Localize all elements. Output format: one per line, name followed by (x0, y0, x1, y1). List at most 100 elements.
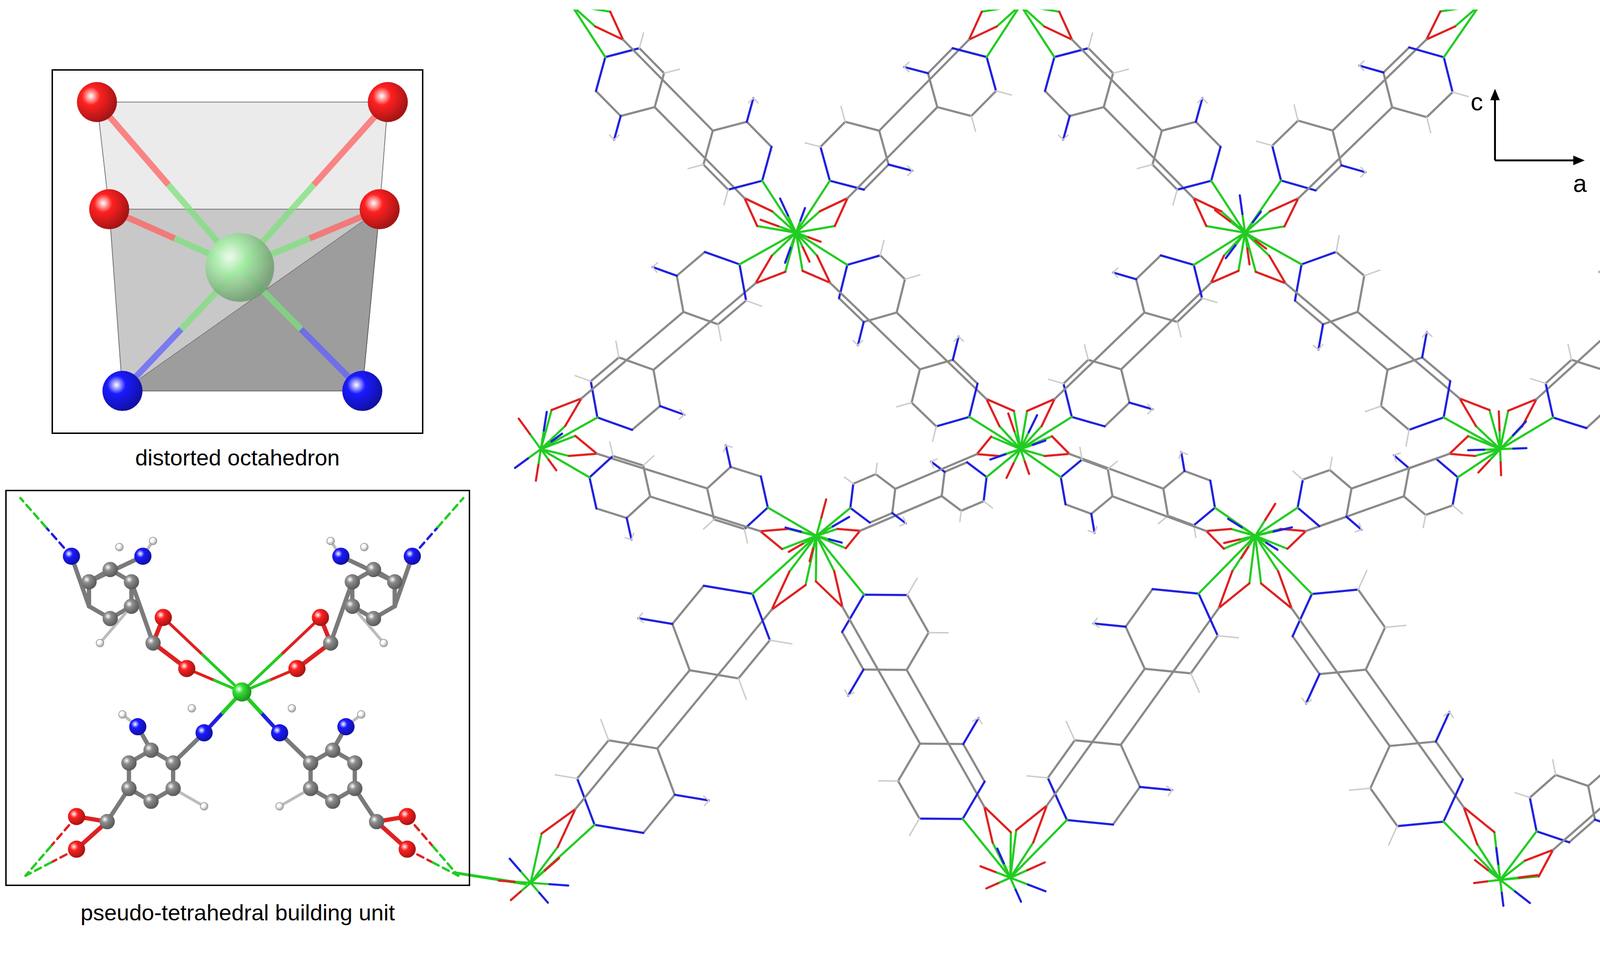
bond-line (1027, 775, 1048, 778)
amino-bond (888, 164, 913, 171)
coordination-bond (1010, 877, 1029, 885)
coordination-bond (815, 225, 835, 230)
ring-bond (1555, 774, 1589, 786)
framework-figure (498, 9, 1600, 906)
coordination-bond (1500, 831, 1537, 880)
bond-line (680, 409, 685, 415)
ring-bond (1380, 369, 1388, 407)
coordination-bond (540, 430, 544, 450)
bond-line (1365, 406, 1381, 412)
coordination-bond (1206, 225, 1226, 230)
ring-bond (1332, 39, 1427, 131)
ring-bond (842, 606, 920, 744)
ring-bond (1291, 608, 1390, 746)
ring-bond (1553, 417, 1587, 429)
dashed-bond (25, 862, 51, 876)
carbon-atom (303, 780, 319, 797)
carboxyl-bond (834, 570, 843, 607)
coordination-bond (788, 215, 797, 233)
nitrogen-atom (63, 547, 81, 565)
hydrogen-atom (200, 802, 209, 811)
ring-bond (1060, 477, 1066, 505)
bond-line (907, 578, 918, 595)
hydrogen-atom (96, 639, 105, 647)
coordination-bond (571, 9, 606, 58)
carbon-atom (81, 574, 97, 590)
ring-bond (1443, 381, 1451, 418)
bond-line (625, 537, 632, 540)
bond-line (748, 97, 754, 103)
ring-bond (1365, 627, 1385, 670)
bond-line (1599, 272, 1600, 277)
coordination-bond (1244, 180, 1281, 233)
coordination-bond (514, 881, 531, 883)
ring-bond (653, 369, 661, 407)
coordination-bond (986, 883, 999, 889)
coordination-bond (980, 866, 996, 873)
ring-bond (1357, 275, 1365, 313)
ring-bond (1177, 298, 1203, 323)
bond-line (1393, 455, 1397, 462)
panel-caption: distorted octahedron (51, 444, 424, 472)
coordination-bond (1241, 547, 1249, 558)
amino-bond (626, 517, 632, 540)
bond-line (723, 445, 726, 452)
axis-arrowhead (1490, 88, 1500, 101)
coordination-bond (997, 848, 1004, 864)
coordination-bond (1040, 9, 1060, 12)
coordination-bond (1028, 415, 1037, 433)
ring-bond (1297, 507, 1320, 527)
ring-bond (1112, 496, 1207, 532)
bond-line (1530, 378, 1546, 384)
ring-bond (1529, 797, 1537, 832)
ring-bond (1069, 106, 1104, 116)
bond-line (1294, 105, 1298, 121)
ring-bond (1545, 383, 1554, 418)
coordination-bond (800, 208, 805, 221)
coordination-bond (548, 459, 557, 471)
ring-bond (1184, 471, 1211, 481)
ring-bond (1435, 741, 1463, 779)
hydrogen-atom (115, 543, 124, 551)
carboxyl-bond (1463, 807, 1478, 845)
coordination-bond (1013, 449, 1021, 464)
ring-bond (907, 594, 929, 633)
coordination-bond (790, 232, 796, 248)
coordination-bond (800, 531, 817, 537)
metal-atom (205, 232, 274, 302)
ring-bond (596, 508, 627, 518)
coordination-bond (1020, 9, 1055, 58)
ring-bond (1144, 312, 1178, 323)
ring-bond (1357, 311, 1460, 399)
coordination-bond (1255, 535, 1267, 554)
coordination-bond (540, 449, 549, 460)
amino-bond (1421, 332, 1427, 358)
ring-bond (1066, 820, 1113, 825)
coordination-bond (1008, 413, 1015, 432)
coordination-bond (529, 433, 541, 450)
ring-bond (689, 670, 739, 679)
coordination-bond (1500, 435, 1514, 450)
coordination-bond (498, 880, 515, 882)
dashed-bond (20, 497, 46, 527)
hydrogen-atom (326, 536, 335, 545)
ring-bond (1121, 369, 1130, 403)
coordination-bond (816, 535, 864, 595)
coordination-bond (1255, 535, 1267, 543)
coordination-bond (809, 548, 813, 562)
coordination-bond (1020, 449, 1061, 478)
coordination-bond (1265, 503, 1276, 520)
ring-bond (963, 744, 985, 782)
coordination-bond (757, 225, 777, 230)
oxygen-atom (398, 807, 416, 825)
coordination-bond (806, 244, 818, 256)
ring-bond (1387, 357, 1423, 370)
carboxyl-bond (1426, 26, 1456, 40)
coordination-bond (1006, 463, 1014, 478)
coordination-bond (1489, 449, 1501, 462)
bond-line (954, 336, 959, 342)
amino-bond (857, 321, 864, 346)
ring-bond (657, 748, 675, 795)
carboxyl-bond (1052, 436, 1070, 454)
